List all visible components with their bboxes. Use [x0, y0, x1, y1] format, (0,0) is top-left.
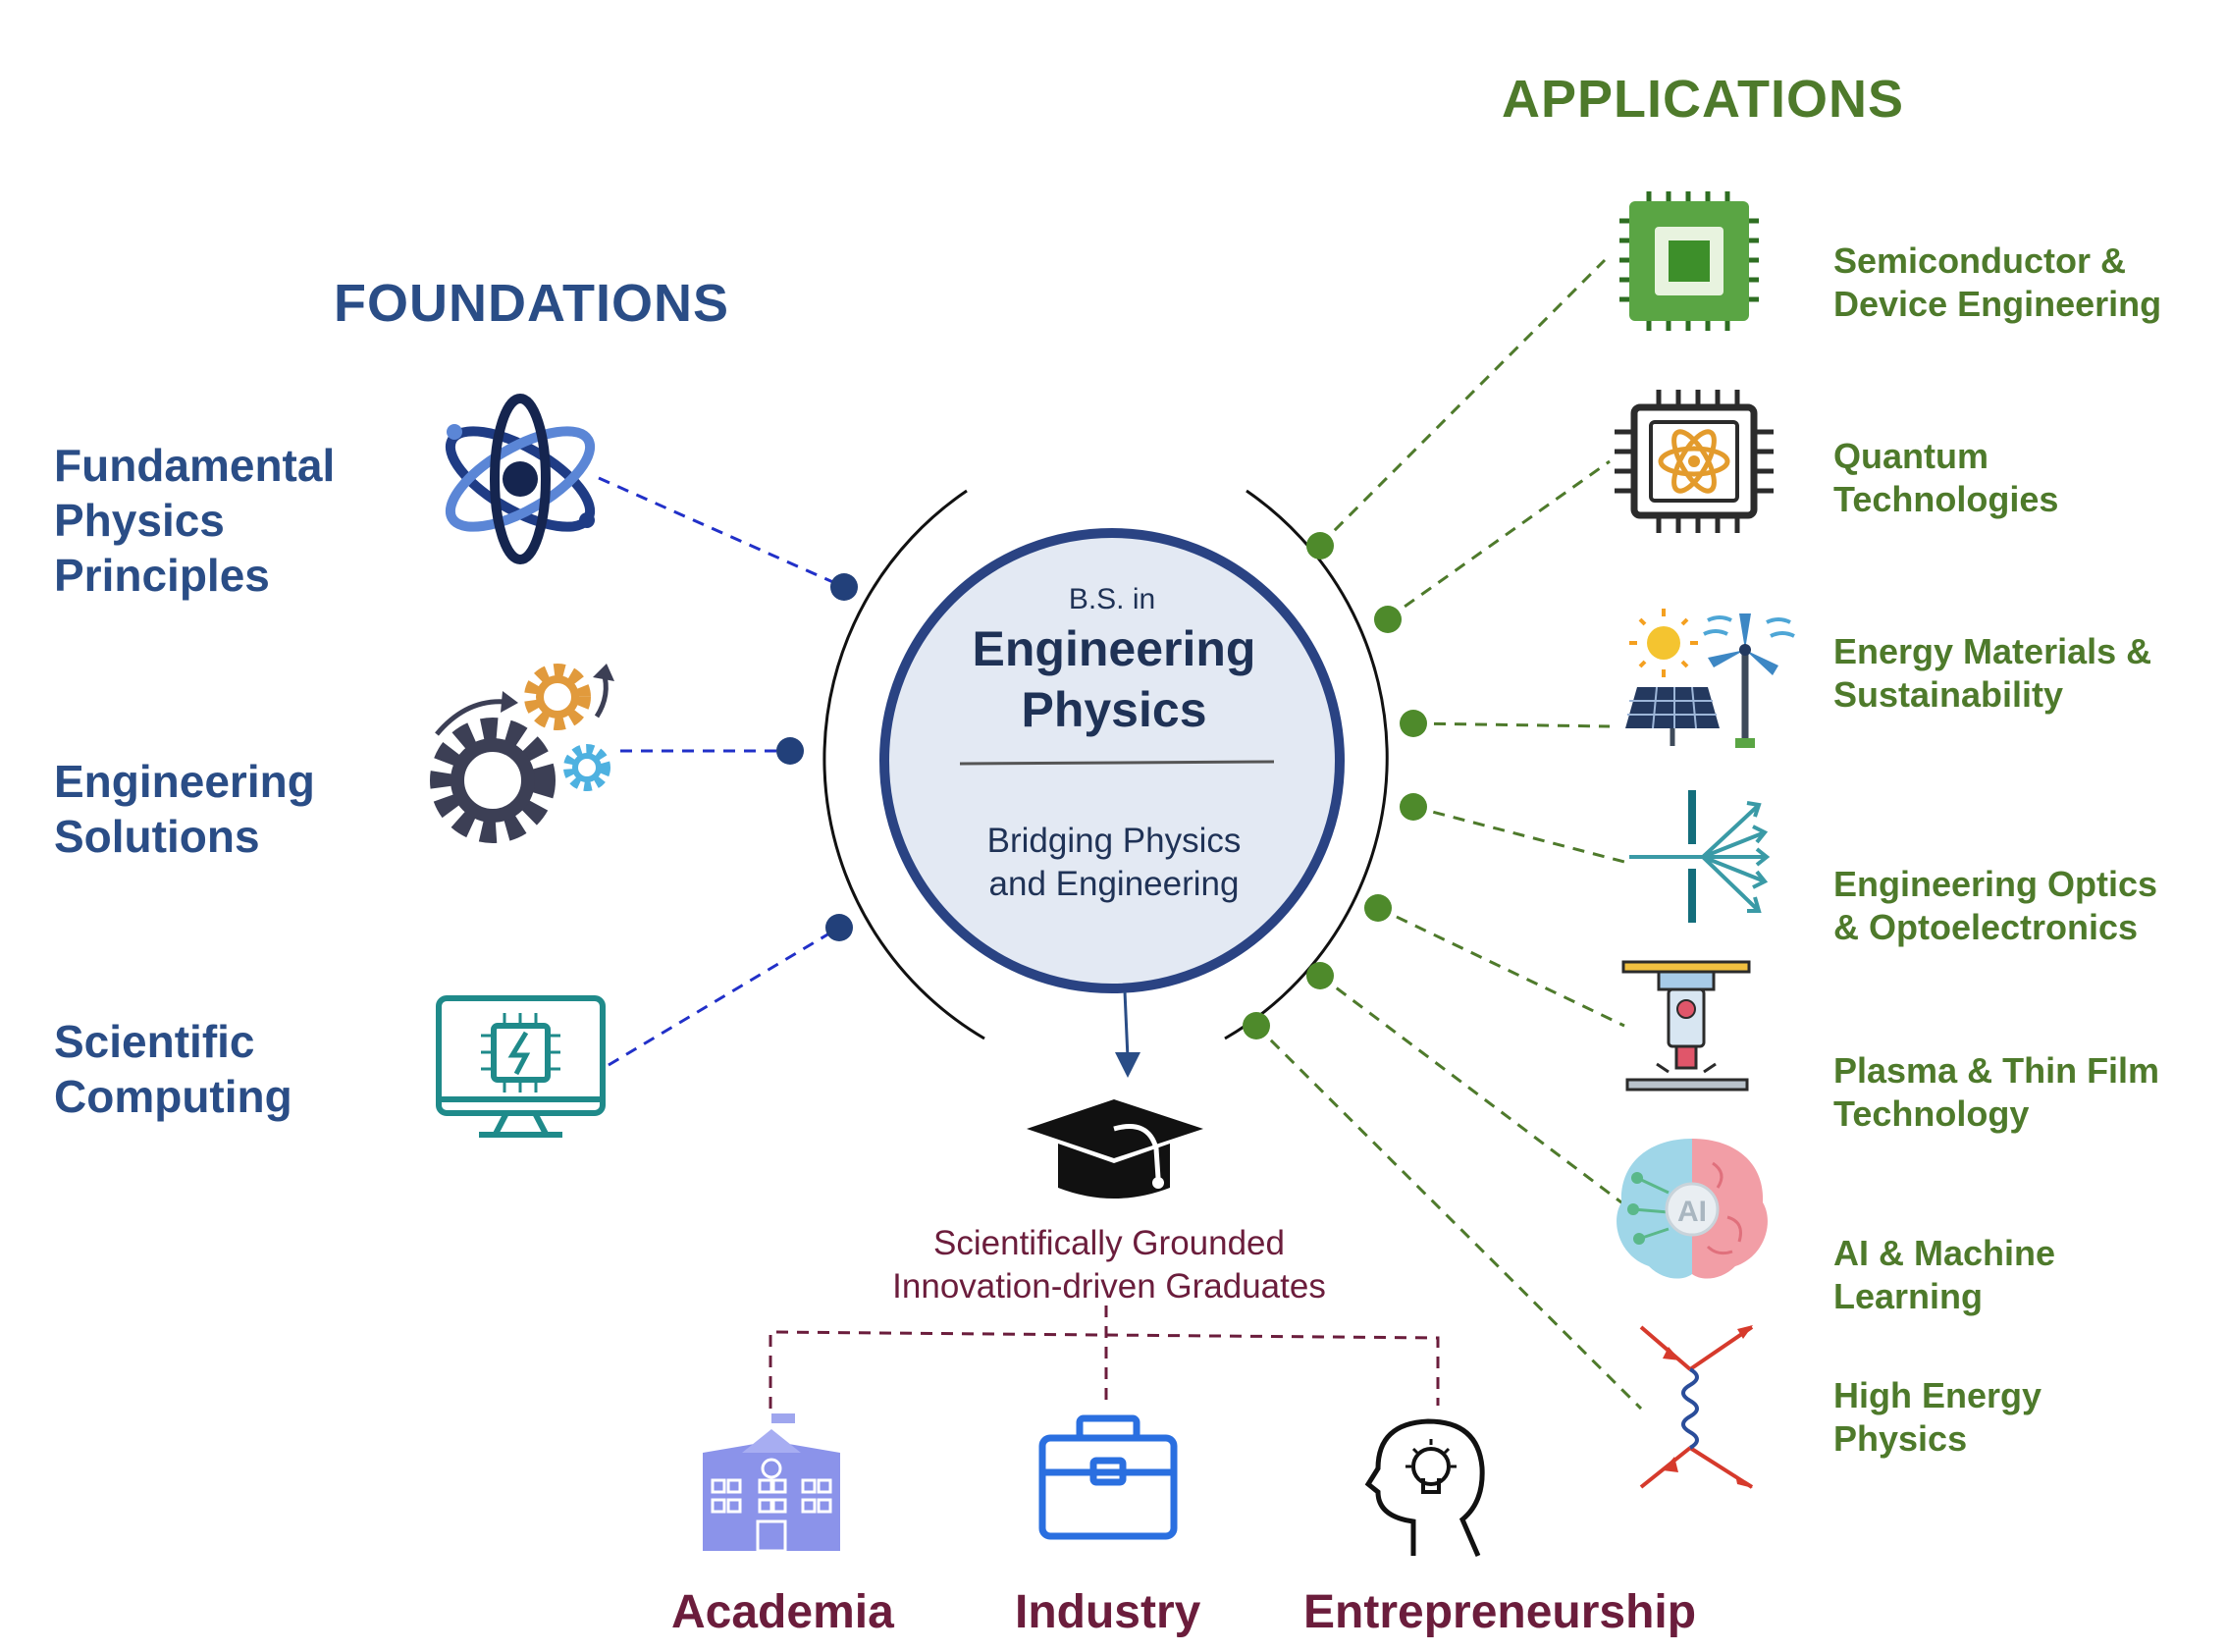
plasma-deposition-icon [1621, 960, 1751, 1092]
application-label-line: & Optoelectronics [1833, 907, 2139, 947]
applications-heading: APPLICATIONS [1502, 70, 1905, 129]
foundation-label-line: Physics [54, 495, 225, 546]
center-subtitle-line: and Engineering [988, 865, 1240, 903]
svg-text:AI: AI [1677, 1196, 1707, 1228]
foundation-label-line: Computing [54, 1071, 292, 1122]
foundation-label-line: Scientific [54, 1016, 255, 1067]
foundation-label-line: Principles [54, 550, 270, 601]
application-item-semiconductor: Semiconductor & Device Engineering [1833, 240, 2161, 326]
foundation-item-physics: Fundamental Physics Principles [54, 438, 335, 603]
application-nodes [1243, 532, 1427, 1039]
application-label-line: Device Engineering [1833, 284, 2162, 324]
career-connectors [769, 1306, 1440, 1409]
briefcase-icon [1038, 1414, 1178, 1540]
application-label-line: Engineering Optics [1833, 864, 2158, 904]
application-label-line: AI & Machine [1833, 1233, 2056, 1273]
foundation-label-line: Engineering [54, 756, 315, 807]
foundation-label-line: Fundamental [54, 440, 336, 491]
graduates-label-line: Scientifically Grounded [933, 1224, 1285, 1262]
foundation-item-computing: Scientific Computing [54, 1014, 292, 1124]
application-label-line: Semiconductor & [1833, 240, 2127, 281]
application-label-line: Technologies [1833, 479, 2059, 519]
gears-icon [430, 664, 614, 843]
center-title: Engineering Physics [923, 618, 1305, 740]
application-item-quantum: Quantum Technologies [1833, 435, 2058, 521]
application-label-line: Physics [1833, 1418, 1968, 1459]
application-label-line: Technology [1833, 1093, 2030, 1134]
foundations-heading: FOUNDATIONS [334, 274, 729, 333]
application-label-line: Learning [1833, 1276, 1984, 1316]
foundation-nodes [776, 573, 858, 941]
application-label-line: High Energy [1833, 1375, 2042, 1415]
application-item-plasma: Plasma & Thin Film Technology [1833, 1049, 2159, 1136]
computer-chip-monitor-icon [436, 995, 606, 1138]
application-label-line: Quantum [1833, 436, 1988, 476]
career-industry-label: Industry [1015, 1586, 1201, 1638]
application-connectors [1254, 258, 1643, 1411]
center-degree: B.S. in [1068, 583, 1156, 615]
graduation-cap-icon [1027, 1099, 1203, 1199]
application-item-ai: AI & Machine Learning [1833, 1232, 2055, 1318]
foundation-item-engineering: Engineering Solutions [54, 754, 315, 864]
idea-head-icon [1364, 1418, 1485, 1557]
atom-icon [445, 394, 596, 564]
foundation-label-line: Solutions [54, 811, 260, 862]
career-entrepreneurship-label: Entrepreneurship [1303, 1586, 1697, 1638]
application-label-line: Plasma & Thin Film [1833, 1050, 2160, 1091]
center-circle [879, 528, 1345, 993]
application-item-energy: Energy Materials & Sustainability [1833, 630, 2151, 717]
solar-wind-icon [1625, 609, 1795, 748]
quantum-chip-icon [1615, 390, 1774, 533]
center-title-line: Engineering [972, 621, 1256, 676]
feynman-diagram-icon [1639, 1325, 1754, 1489]
application-item-optics: Engineering Optics & Optoelectronics [1833, 863, 2157, 949]
graduates-label: Scientifically Grounded Innovation-drive… [864, 1222, 1354, 1308]
foundation-connectors [598, 476, 845, 1067]
down-arrow [1115, 990, 1140, 1078]
career-academia-label: Academia [671, 1586, 894, 1638]
center-divider [959, 760, 1275, 766]
center-title-line: Physics [1021, 682, 1207, 737]
center-subtitle-line: Bridging Physics [986, 822, 1242, 860]
application-label-line: Sustainability [1833, 674, 2064, 715]
diffraction-icon [1629, 790, 1771, 923]
ai-brain-icon: AI [1617, 1139, 1768, 1279]
application-item-high-energy: High Energy Physics [1833, 1374, 2041, 1461]
application-label-line: Energy Materials & [1833, 631, 2152, 671]
graduates-label-line: Innovation-driven Graduates [892, 1267, 1326, 1306]
center-subtitle: Bridging Physics and Engineering [942, 820, 1286, 906]
microchip-icon [1619, 191, 1759, 331]
university-building-icon [703, 1413, 840, 1553]
